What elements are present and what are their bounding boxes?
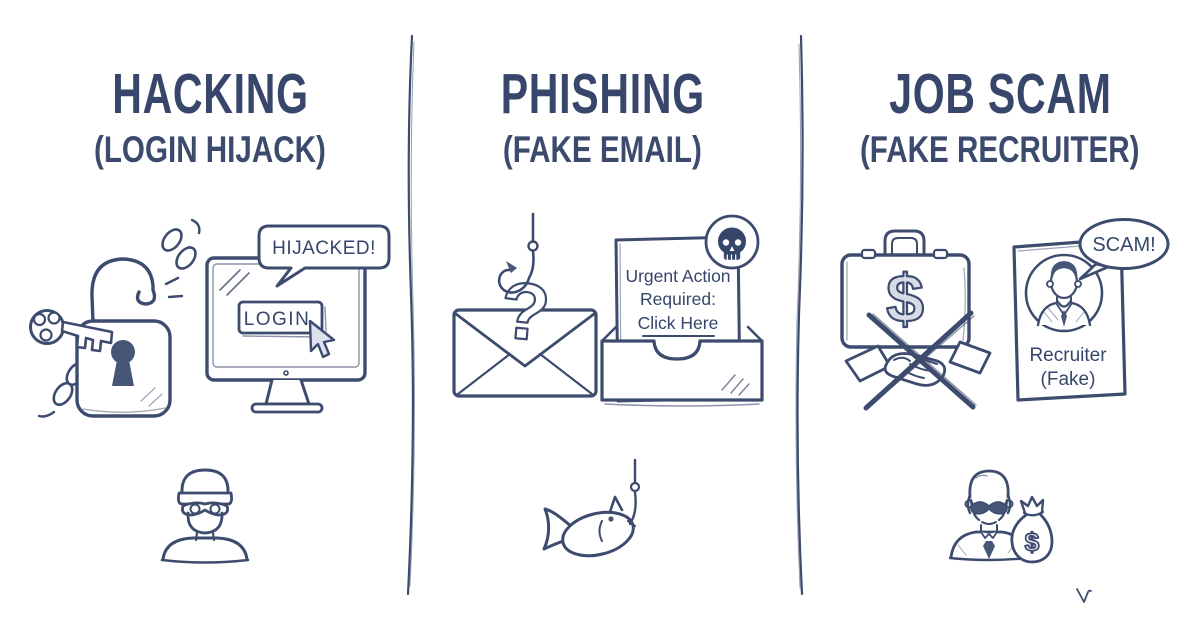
jobscam-title: JOB SCAM (888, 62, 1112, 126)
login-button-label: LOGIN (244, 309, 311, 330)
monitor-base (250, 402, 324, 414)
hacker-figure-icon (160, 468, 250, 564)
panel-phishing-header: PHISHING (FAKE EMAIL) (420, 62, 785, 170)
recruiter-portrait (1036, 261, 1092, 327)
hooked-fish-illustration (542, 458, 641, 558)
signature-check-mark (1076, 588, 1092, 603)
cursor-icon (308, 319, 336, 359)
mustache (970, 501, 1008, 515)
scam-label: SCAM! (1092, 234, 1155, 256)
skull-badge (704, 214, 760, 270)
panel-divider-right (795, 34, 804, 596)
hooked-fish-icon (542, 495, 636, 558)
key-icon (29, 309, 114, 353)
fake-recruiter-card-illustration: Recruiter (Fake) SCAM! (1012, 218, 1170, 402)
money-bag-icon: $ (1010, 495, 1054, 564)
envelope-icon (452, 308, 598, 398)
skull-icon (718, 227, 746, 261)
hijacked-computer-illustration: LOGIN HIJACKED! (205, 224, 391, 414)
hacker-face (186, 511, 224, 535)
recruiter-label: Recruiter (1029, 345, 1107, 366)
hacking-title: HACKING (111, 62, 309, 126)
moneybag-dollar-sign: $ (1025, 527, 1040, 557)
broken-padlock-illustration (29, 218, 201, 418)
hook-line-icon (628, 458, 641, 526)
panel-jobscam-header: JOB SCAM (FAKE RECRUITER) (810, 62, 1190, 170)
monitor-stand (264, 378, 311, 406)
notice-line2: Required: (640, 289, 716, 309)
beanie-hat (180, 468, 230, 495)
panel-hacking-header: HACKING (LOGIN HIJACK) (10, 62, 410, 170)
keyhole (111, 340, 135, 386)
scam-speech-bubble: SCAM! (1078, 218, 1170, 281)
broken-chain-top-icon (161, 218, 201, 270)
hijacked-label: HIJACKED! (272, 238, 376, 259)
panel-divider-left (406, 34, 415, 596)
hooked-email-illustration: ? (452, 212, 598, 398)
notice-line1: Urgent Action (625, 266, 730, 286)
fish-hook-icon (497, 212, 539, 294)
phishing-inbox-illustration: Urgent Action Required: Click Here (600, 214, 764, 407)
click-here-link[interactable]: Click Here (638, 313, 719, 333)
screen-glare (219, 269, 250, 296)
recruiter-fake-label: (Fake) (1041, 369, 1096, 390)
phishing-title: PHISHING (500, 62, 705, 126)
fake-job-offer-illustration: $ (840, 229, 992, 411)
scammer-with-money-illustration: $ (948, 469, 1054, 564)
padlock-shackle (90, 257, 157, 324)
hacking-subtitle: (LOGIN HIJACK) (94, 129, 326, 170)
question-mark: ? (497, 265, 553, 358)
briefcase-dollar-sign: $ (886, 261, 924, 337)
jobscam-subtitle: (FAKE RECRUITER) (860, 129, 1140, 170)
break-spark-lines (164, 276, 184, 299)
cross-out-x-mark (863, 310, 977, 411)
burglar-mask (181, 501, 229, 517)
inbox-tray-icon (600, 325, 764, 407)
phishing-subtitle: (FAKE EMAIL) (503, 129, 702, 170)
login-button[interactable] (237, 300, 324, 335)
hacker-torso (161, 536, 249, 561)
briefcase-icon: $ (840, 229, 971, 349)
hijacked-speech-bubble: HIJACKED! (257, 224, 391, 288)
